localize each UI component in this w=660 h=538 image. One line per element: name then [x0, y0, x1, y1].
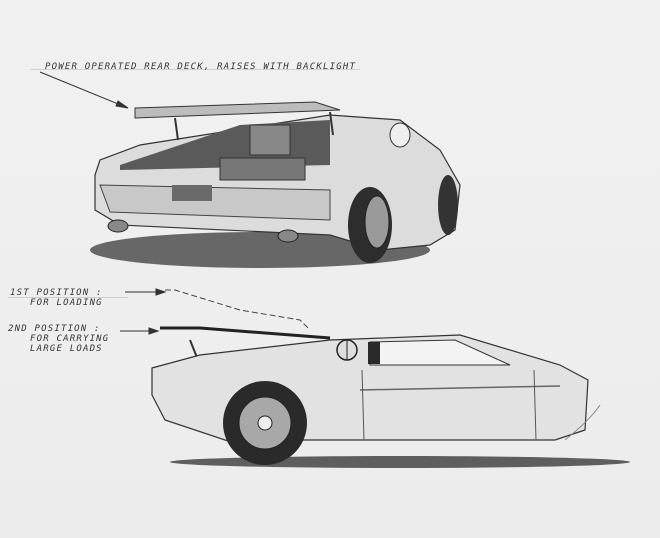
position-1-detail: For loading [30, 298, 103, 308]
rear-view-car [90, 101, 461, 268]
title-note: Power operated rear deck, raises with ba… [45, 62, 357, 72]
position-1-label: 1st position : [10, 288, 103, 298]
leader-arrows [39, 71, 167, 335]
position-2-detail-2: large loads [30, 344, 103, 354]
guide-line [30, 69, 360, 70]
guide-line [8, 297, 128, 298]
position-2-detail-1: For carrying [30, 334, 110, 344]
position-2-label: 2nd position : [8, 324, 101, 334]
side-view-car [151, 289, 630, 468]
